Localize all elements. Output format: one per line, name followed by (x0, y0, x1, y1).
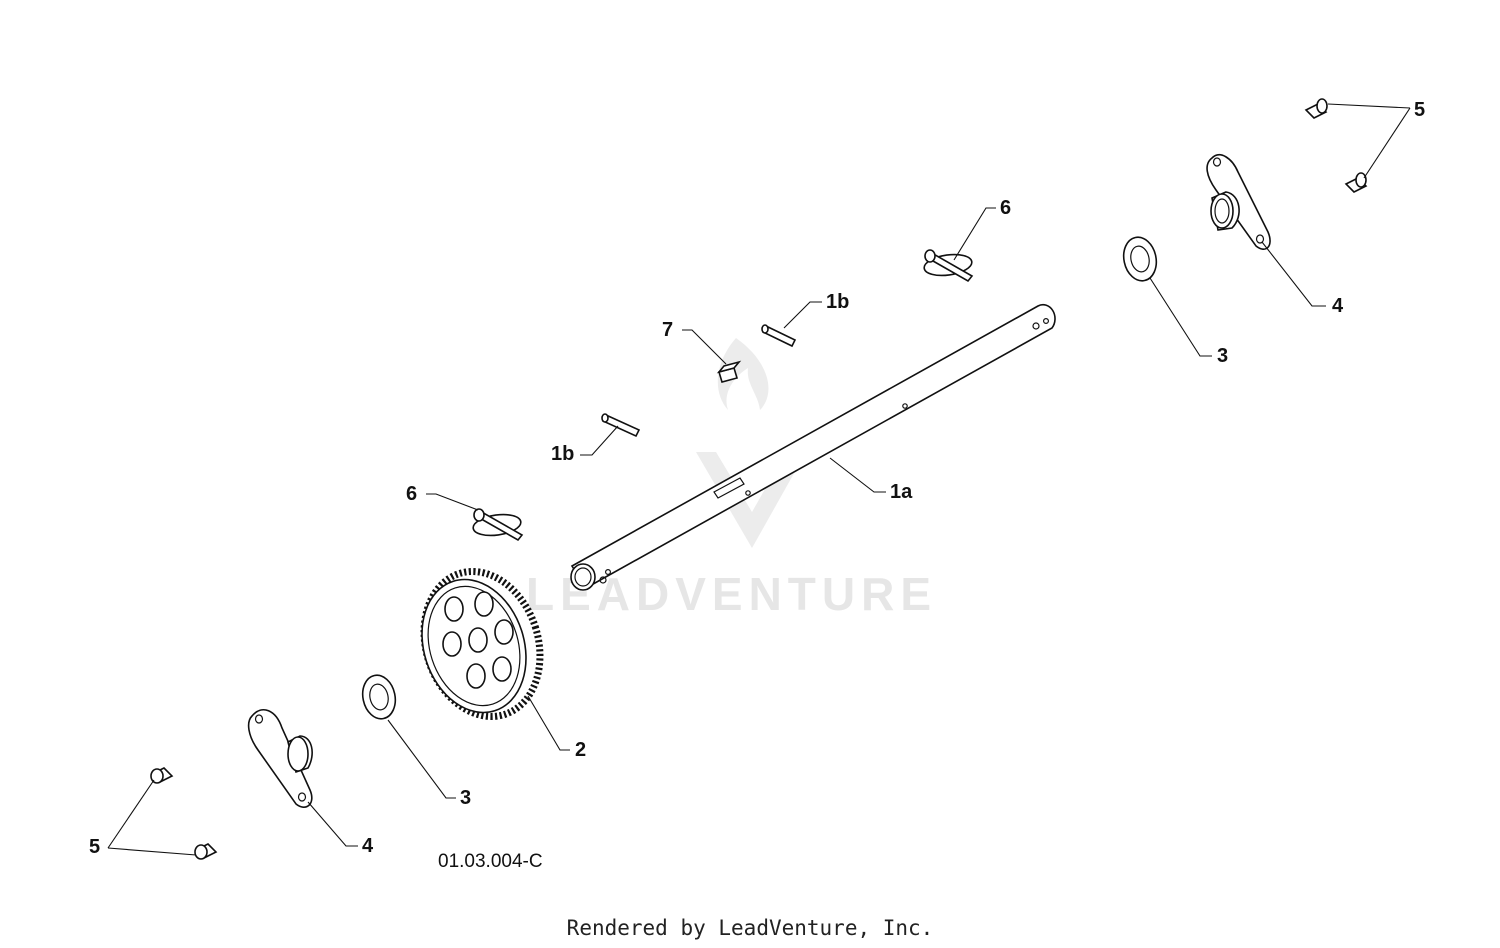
bolt-top-1-part[interactable] (1304, 98, 1328, 119)
gear-part[interactable] (405, 556, 558, 731)
bolt-bottom-1-part[interactable] (150, 767, 174, 784)
key-part[interactable] (716, 360, 742, 383)
axle-shaft-part[interactable] (570, 303, 1056, 591)
bolt-top-2-part[interactable] (1344, 172, 1368, 193)
render-credit: Rendered by LeadVenture, Inc. (567, 916, 934, 940)
figure-code: 01.03.004-C (438, 851, 543, 872)
bolt-bottom-2-part[interactable] (194, 843, 218, 860)
roll-pin-top-part[interactable] (761, 324, 797, 348)
callout-4-top[interactable]: 4 (1332, 295, 1344, 317)
hair-pin-left-part[interactable] (472, 508, 524, 542)
callout-6-left[interactable]: 6 (406, 483, 417, 505)
callout-5-top[interactable]: 5 (1414, 99, 1425, 121)
callout-3-top[interactable]: 3 (1217, 345, 1228, 367)
washer-bottom-part[interactable] (359, 672, 399, 722)
flange-bearing-top-part[interactable] (1206, 154, 1271, 250)
callout-1b-left[interactable]: 1b (551, 443, 574, 465)
callout-7[interactable]: 7 (662, 319, 673, 341)
callout-6-top[interactable]: 6 (1000, 197, 1011, 219)
hair-pin-top-part[interactable] (923, 249, 974, 283)
callout-4-bottom[interactable]: 4 (362, 835, 374, 857)
roll-pin-left-part[interactable] (601, 413, 641, 438)
callout-3-bottom[interactable]: 3 (460, 787, 471, 809)
leader-lines (107, 103, 1411, 856)
callout-1b-top[interactable]: 1b (826, 291, 849, 313)
callout-labels: 5 6 4 3 1b 7 1b 1a 6 2 3 4 5 (89, 99, 1425, 858)
flange-bearing-bottom-part[interactable] (247, 708, 313, 808)
callout-2[interactable]: 2 (575, 739, 586, 761)
callout-1a[interactable]: 1a (890, 481, 913, 503)
callout-5-bottom[interactable]: 5 (89, 836, 100, 858)
washer-top-part[interactable] (1120, 234, 1160, 284)
